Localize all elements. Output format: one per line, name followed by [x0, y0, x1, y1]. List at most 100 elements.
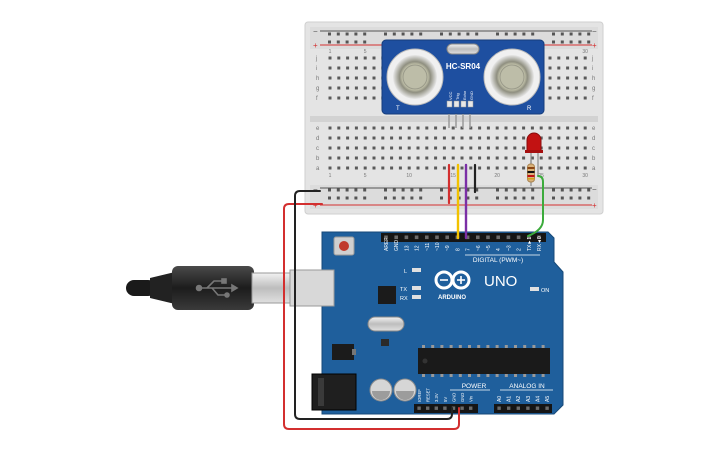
crystal-oscillator [446, 43, 480, 55]
wires [283, 163, 544, 430]
row-letter: j [315, 56, 317, 62]
row-letter: g [316, 86, 319, 92]
row-letter: d [316, 136, 319, 142]
digital-pin-label: ~9 [445, 245, 451, 251]
column-number: 30 [582, 173, 588, 179]
column-number: 1 [329, 173, 332, 179]
power-pin-label: RESET [426, 388, 431, 402]
usb-cable[interactable] [126, 266, 293, 310]
voltage-regulator [332, 344, 354, 360]
row-letter: c [592, 146, 595, 152]
analog-header [494, 404, 552, 413]
bottom-rail-plus-label-right: + [592, 201, 597, 210]
power-pin-label: IOREF [417, 389, 422, 402]
digital-pin-label: 4 [496, 248, 502, 251]
digital-pin-label: 8 [455, 248, 461, 251]
ultrasonic-sensor[interactable]: HC-SR04 T R VCC Trig Echo GND [381, 39, 545, 128]
bottom-rail-minus-label: − [313, 185, 318, 194]
column-number: 5 [364, 49, 367, 55]
analog-pin-label: A2 [516, 396, 522, 402]
board-model: UNO [484, 273, 517, 290]
led-on [530, 287, 539, 291]
usb-chip [378, 286, 396, 304]
digital-pin-label: ~3 [506, 245, 512, 251]
reset-button-cap[interactable] [339, 241, 349, 251]
analog-label: ANALOG IN [509, 383, 545, 390]
row-letter: i [592, 66, 593, 72]
digital-pin-label: ~6 [476, 245, 482, 251]
power-pin-label: Vin [469, 395, 474, 402]
led-tx-label: TX [400, 287, 407, 293]
analog-pin-label: A0 [497, 396, 503, 402]
resistor[interactable] [527, 160, 535, 186]
wire-led-green[interactable] [527, 175, 544, 237]
row-letter: e [316, 126, 320, 132]
wire-gnd-black[interactable] [294, 190, 453, 420]
wire-5v-red[interactable] [283, 203, 460, 430]
row-letter: i [316, 66, 317, 72]
analog-pin-label: A4 [535, 396, 541, 402]
digital-pin-label: ~5 [486, 245, 492, 251]
power-pin-label: 5V [443, 397, 448, 402]
usb-plug-metal [251, 272, 293, 304]
crystal [367, 316, 405, 332]
breadboard-labels: jjiihhggffeeddccbbaa11551010151520202525… [315, 49, 596, 179]
sensor-pin-header [446, 100, 453, 108]
rail-plus-label-right: + [592, 41, 597, 50]
power-pin-label: GND [451, 393, 456, 402]
digital-header [381, 233, 546, 242]
column-number: 10 [406, 173, 412, 179]
board-brand: ARDUINO [438, 295, 466, 301]
digital-pin-label: ~10 [435, 242, 441, 251]
bottom-rail-minus-label-right: − [592, 185, 597, 194]
row-letter: h [592, 76, 595, 82]
column-number: 1 [329, 49, 332, 55]
sensor-side-r: R [527, 106, 532, 112]
led-tx [412, 286, 421, 290]
analog-pin-label: A5 [545, 396, 551, 402]
digital-pin-label: ~11 [425, 243, 431, 251]
rail-minus-label: − [313, 27, 318, 36]
power-label: POWER [462, 383, 487, 390]
led-l-label: L [404, 269, 407, 275]
row-letter: j [591, 56, 593, 62]
row-letter: d [592, 136, 595, 142]
power-pin-label: GND [460, 393, 465, 402]
column-number: 5 [364, 173, 367, 179]
red-led[interactable] [525, 132, 543, 176]
row-letter: f [592, 96, 594, 102]
digital-pin-label: GND [394, 240, 400, 252]
digital-pin-label: TX►1 [527, 237, 533, 251]
led-rx-label: RX [400, 296, 408, 302]
column-number: 20 [494, 173, 500, 179]
sensor-pin-trig: Trig [455, 93, 460, 100]
row-letter: b [316, 156, 320, 162]
arduino-infinity-logo [434, 270, 471, 290]
led-rx [412, 295, 421, 299]
digital-pin-label: 7 [466, 248, 472, 251]
center-channel [310, 116, 598, 122]
led-on-label: ON [541, 288, 549, 294]
analog-pin-label: A3 [526, 396, 532, 402]
sensor-pin-vcc: VCC [448, 91, 453, 100]
digital-pin-label: 12 [415, 245, 421, 251]
row-letter: a [592, 166, 596, 172]
rail-plus-label: + [313, 41, 318, 50]
sensor-side-t: T [396, 106, 400, 112]
bottom-rail-plus-label: + [313, 201, 318, 210]
digital-pin-label: 2 [517, 248, 523, 251]
row-letter: h [316, 76, 319, 82]
row-letter: b [592, 156, 596, 162]
row-letter: e [592, 126, 596, 132]
analog-pin-label: A1 [507, 396, 513, 402]
usb-b-port [289, 269, 335, 307]
rail-minus-label-right: − [592, 27, 597, 36]
digital-pin-label: 13 [404, 245, 410, 251]
row-letter: f [316, 96, 318, 102]
